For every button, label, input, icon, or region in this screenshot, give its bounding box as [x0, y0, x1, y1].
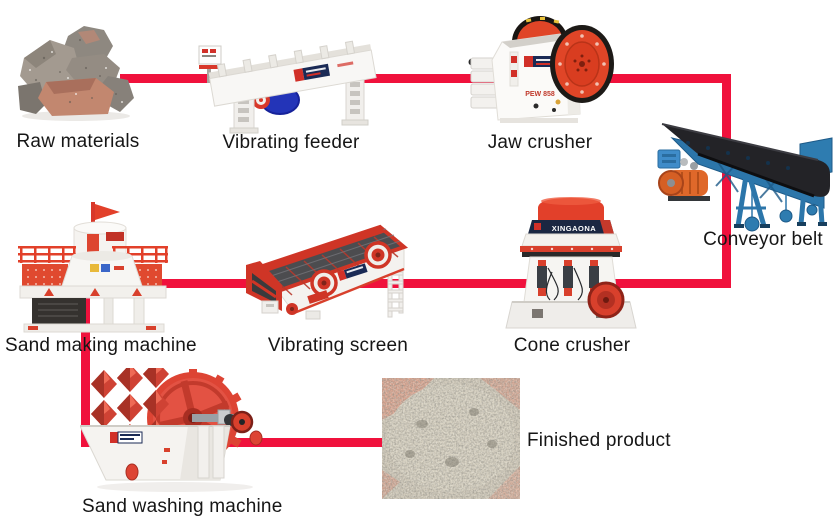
flow-line-middle: [81, 279, 731, 288]
cone-crusher-brand-text: XINGAONA: [552, 224, 597, 233]
finished-product-image: [382, 378, 520, 499]
jaw-crusher-label: Jaw crusher: [487, 132, 593, 153]
sand-washing-machine-illustration: [80, 368, 263, 492]
flow-line-left-down: [81, 279, 90, 447]
jaw-crusher-illustration: PEW 858: [468, 16, 614, 123]
sand-making-machine-illustration: [18, 202, 168, 333]
flow-line-top: [120, 74, 731, 83]
sand-making-machine-label: Sand making machine: [5, 335, 197, 356]
finished-product-label: Finished product: [527, 430, 671, 451]
conveyor-belt-label: Conveyor belt: [703, 229, 823, 250]
vibrating-screen-illustration: [246, 224, 408, 320]
sand-washing-machine-label: Sand washing machine: [82, 496, 283, 517]
jaw-crusher-model-text: PEW 858: [525, 91, 555, 98]
cone-crusher-label: Cone crusher: [513, 335, 631, 356]
cone-crusher-illustration: XINGAONA: [505, 197, 637, 329]
conveyor-belt-illustration: [657, 123, 833, 232]
vibrating-screen-label: Vibrating screen: [267, 335, 409, 356]
raw-materials-label: Raw materials: [16, 131, 140, 152]
raw-materials-image: [18, 26, 134, 121]
flow-line-right-down: [722, 74, 731, 288]
vibrating-feeder-label: Vibrating feeder: [222, 132, 360, 153]
vibrating-feeder-illustration: [198, 40, 377, 134]
